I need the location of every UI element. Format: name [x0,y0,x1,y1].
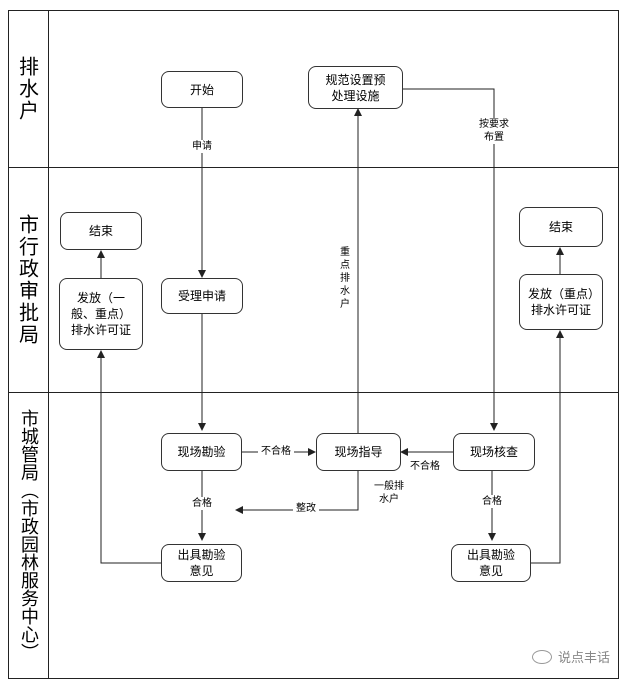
lane-label-drainer: 排水户 [15,55,40,122]
edge-opinion-issue-left [97,350,161,564]
label-fail-left: 不合格 [258,445,294,458]
lane-label-approval-bureau: 市行政审批局 [15,214,40,346]
node-issue-opinion-left: 出具勘验意见 [161,544,242,582]
node-issue-opinion-right: 出具勘验意见 [451,544,531,582]
node-end-left: 结束 [60,212,142,250]
node-site-inspection: 现场勘验 [161,433,242,471]
chat-bubble-icon [531,649,552,664]
label-fail-right: 不合格 [407,460,443,473]
lane-label-urban-management: 市城管局（市政园林服务中心） [18,409,39,661]
node-site-verification: 现场核查 [453,433,535,471]
lane-divider-1 [8,167,618,168]
node-accept-application: 受理申请 [161,278,243,314]
label-pass-left: 合格 [189,497,215,510]
node-issue-key-permit: 发放（重点）排水许可证 [519,274,603,330]
node-start: 开始 [161,71,243,108]
node-site-guidance: 现场指导 [316,433,401,471]
edge-arrange [403,88,498,431]
watermark: 说点丰话 [531,647,610,666]
label-apply: 申请 [188,140,216,153]
edge-opinion-issue-right [531,330,564,564]
node-issue-general-permit: 发放（一般、重点）排水许可证 [59,278,143,350]
label-general-drainer: 一般排水户 [370,480,408,506]
label-arrange: 按要求布置 [476,118,512,144]
swimlane-frame [8,10,619,679]
label-pass-right: 合格 [479,495,505,508]
lane-label-divider [48,10,49,678]
node-end-right: 结束 [519,207,603,247]
watermark-text: 说点丰话 [557,651,610,666]
label-key-drainer: 重点排水户 [339,246,351,311]
lane-divider-2 [8,392,618,393]
label-rectify: 整改 [293,502,319,515]
node-standard-setup: 规范设置预处理设施 [308,66,403,109]
edge-general-drainer [235,471,359,514]
